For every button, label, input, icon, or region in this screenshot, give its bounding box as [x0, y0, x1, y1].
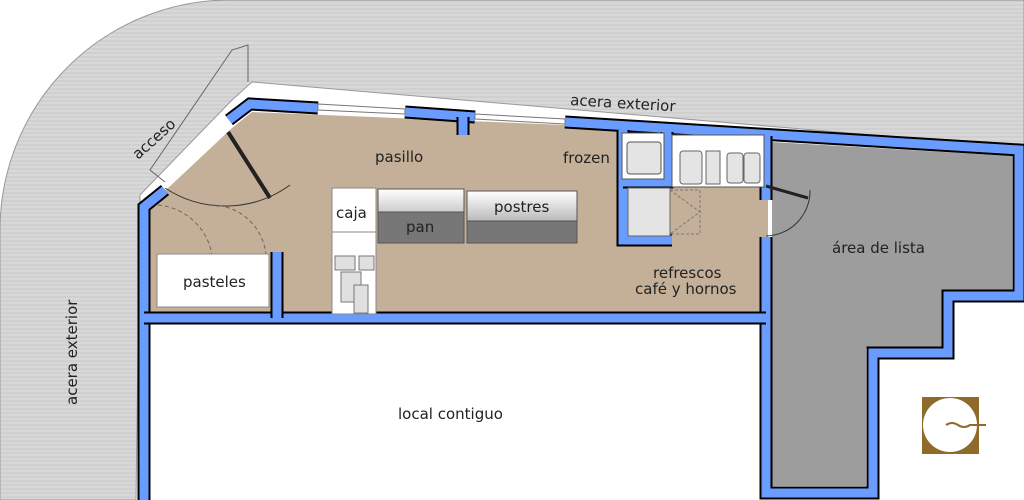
access-outline [149, 44, 249, 183]
frozen-label: frozen [563, 149, 610, 167]
bread-label: pan [406, 218, 434, 236]
adjacent-label: local contiguo [398, 405, 503, 423]
windows [317, 103, 566, 125]
walls [137, 97, 1024, 500]
ready-area-label: área de lista [832, 239, 925, 257]
brand-logo [922, 397, 986, 454]
ready-area-floor [772, 142, 1012, 486]
cakes-counter [156, 253, 270, 308]
doors [157, 130, 811, 256]
sidewalk-left-label: acera exterior [63, 299, 81, 405]
drinks-label-1: refrescos [653, 264, 722, 282]
register-equipment [334, 255, 375, 314]
cakes-label: pasteles [183, 273, 246, 291]
drinks-label-2: café y hornos [635, 280, 737, 298]
register-label: caja [336, 204, 367, 222]
hallway-label: pasillo [375, 148, 423, 166]
desserts-label: postres [494, 198, 549, 216]
oven [627, 187, 671, 237]
